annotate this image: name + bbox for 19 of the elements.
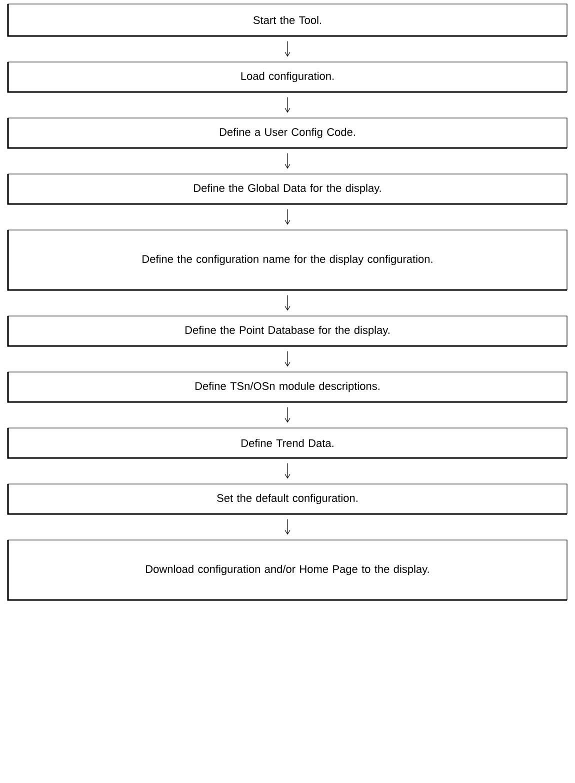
arrow <box>284 351 290 367</box>
arrow <box>284 97 290 113</box>
process-box: Start the Tool. <box>7 4 568 37</box>
process-box: Define Trend Data. <box>7 428 568 459</box>
process-box: Define the configuration name for the display configuration. <box>7 230 568 291</box>
process-box: Define the Global Data for the display. <box>7 174 568 205</box>
arrow <box>284 153 290 169</box>
process-box: Download configuration and/or Home Page to the display. <box>7 540 568 601</box>
process-box: Load configuration. <box>7 62 568 93</box>
arrow <box>284 463 290 479</box>
arrow <box>284 407 290 423</box>
process-box: Define the Point Database for the display. <box>7 316 568 347</box>
process-box: Define TSn/OSn module descriptions. <box>7 372 568 403</box>
process-box: Define a User Config Code. <box>7 118 568 149</box>
arrow <box>284 41 290 57</box>
arrow <box>284 295 290 311</box>
arrow <box>284 519 290 535</box>
process-box: Set the default configuration. <box>7 484 568 515</box>
arrow <box>284 209 290 225</box>
